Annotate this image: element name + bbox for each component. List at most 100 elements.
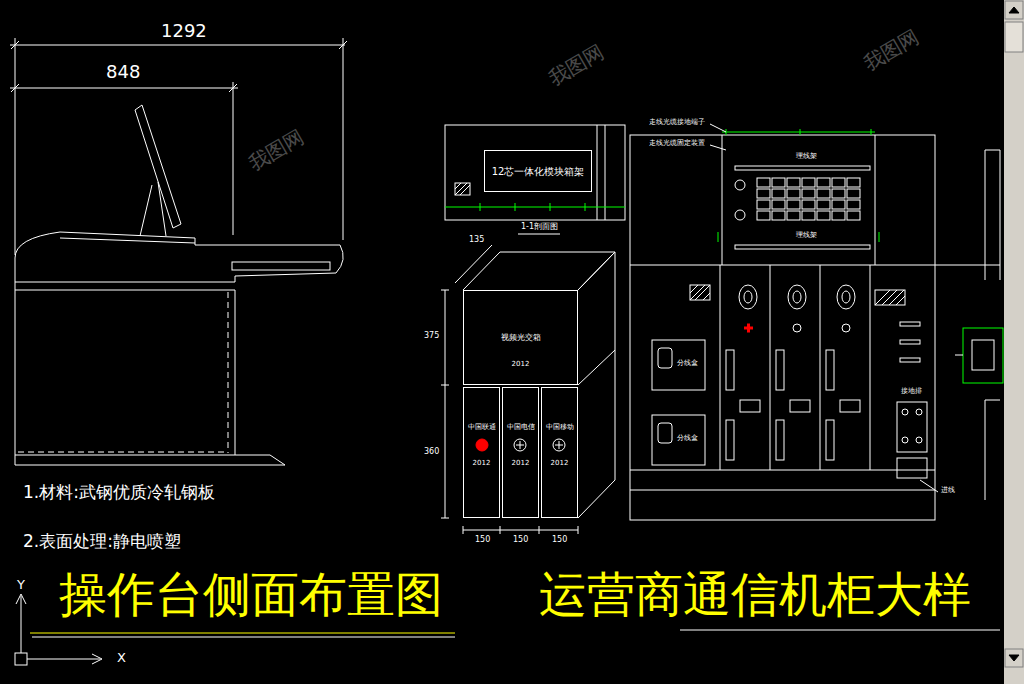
extension-line [15,38,16,255]
section-line [605,125,606,220]
dimension-tick [441,290,449,518]
bolt [902,437,908,443]
watermark: 我图网 [244,126,308,174]
patch-port [832,178,845,187]
part-label: 分线盒 [676,435,699,442]
ucs-axis [27,659,100,660]
part-label: 接地排 [900,388,923,395]
patch-port [832,189,845,198]
terminal [897,458,927,478]
hidden-line [228,292,229,453]
part-label: 理线架 [795,232,818,239]
ground-bar [897,402,927,452]
ucs-arrow [92,654,102,664]
cable-gland [735,210,745,220]
side-module [963,328,1003,383]
cable-reel [842,291,850,303]
dimension-text: 135 [468,236,485,244]
monitor [135,105,181,228]
drawing-title: 运营商通信机柜大样 [538,570,972,618]
bolt [916,409,922,415]
title-underline [680,630,1000,631]
patch-port [787,189,800,198]
patch-port [757,189,770,198]
plan-line [722,135,723,265]
patch-port [817,189,830,198]
dimension-text: 150 [474,536,491,544]
indicator [793,324,801,332]
ucs-axis [21,596,22,653]
red-cross [744,324,753,333]
dimension-tick [11,84,237,92]
patch-port [817,178,830,187]
dimension-line [10,88,238,89]
keyboard-line [60,238,195,243]
plan-line [770,265,771,470]
patch-port [772,189,785,198]
console-base [15,282,285,465]
hatching [875,290,905,305]
ucs-origin [15,653,27,665]
title-underline [32,637,455,638]
leader-line [955,355,963,356]
dimension-line [445,290,446,518]
scrollbar [1004,0,1024,684]
axis-label: Y [16,578,26,591]
hatched-block [690,285,710,300]
plan-line [720,265,721,470]
tray-tick [480,203,585,211]
plan-line [820,265,821,470]
plan-line [870,265,871,470]
leader-line [920,480,938,492]
connector-block [740,400,760,412]
cabinet-top [463,252,615,290]
cabinet-side [578,252,615,518]
cable-reel [837,285,855,309]
base-line [15,455,235,456]
watermark: 我图网 [544,41,608,89]
edge-line [985,400,986,500]
operator-panel: 中国联通2012 [463,387,500,518]
extension-line [233,82,234,235]
cable-rail [735,245,870,249]
title-underline [518,234,560,235]
patch-port [847,200,860,209]
side-module-inner [972,340,994,370]
indicator-lamp [553,439,565,451]
part-label: 走线光缆接地端子 [648,119,706,126]
section-line [597,125,598,220]
operator-panel: 中国电信2012 [502,387,539,518]
patch-port [772,200,785,209]
dimension-text: 375 [423,332,440,340]
edge-line [1000,150,1001,280]
scroll-button [1005,649,1023,667]
patch-port [787,178,800,187]
indicator [842,324,850,332]
part-label: 走线光缆固定装置 [648,140,706,147]
box-heading: 视频光交箱 [464,334,577,342]
indicator-lamp [514,439,526,451]
splice-tray [726,420,734,460]
patch-port [847,189,860,198]
cabinet-plan-frame [630,135,935,520]
hatched-block [875,290,905,305]
cable-rail [735,166,870,170]
patch-port [802,189,815,198]
patch-port [847,178,860,187]
rod [900,358,920,362]
box-text: 2012 [542,460,577,467]
scroll-arrow [1009,655,1019,661]
dimension-text: 848 [105,63,141,81]
patch-port [757,200,770,209]
inlet-tick [726,129,871,135]
patch-port [802,178,815,187]
hatching [455,183,470,195]
dimension-tick [11,41,347,49]
patch-port [832,200,845,209]
section-title: 1-1剖面图 [520,223,559,231]
cable-tray [445,207,625,208]
splice-tray [726,350,734,390]
box-heading: 中国移动 [542,424,577,431]
dimension-text: 150 [512,536,529,544]
desk-top [15,232,343,282]
